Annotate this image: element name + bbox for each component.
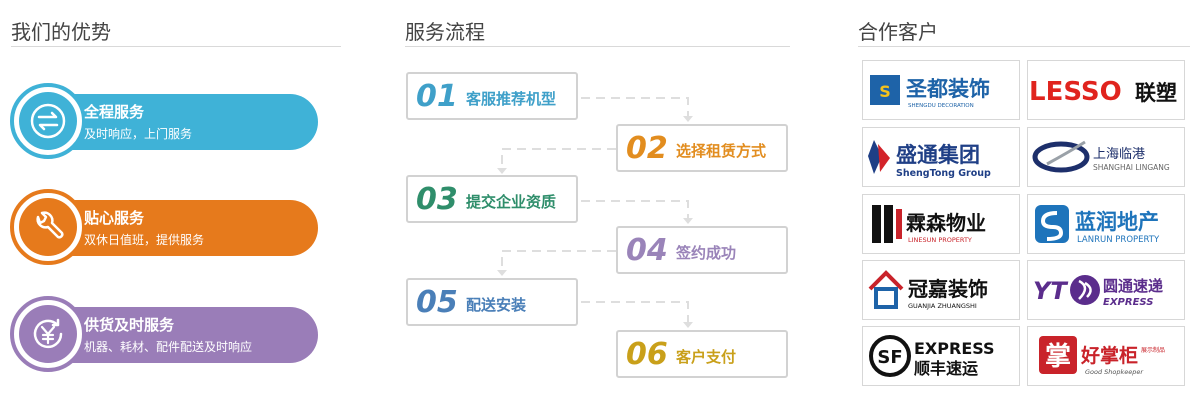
process-step-5: 05 配送安装 bbox=[406, 278, 578, 326]
partner-logo-yto[interactable]: YT 圆通速递 EXPRESS bbox=[1027, 260, 1185, 320]
partner-sub: SHANGHAI LINGANG bbox=[1093, 163, 1170, 172]
partner-mark: SF bbox=[877, 347, 902, 368]
advantage-item-full-service: 全程服务 及时响应，上门服务 bbox=[10, 82, 318, 160]
partner-logo-guanjia[interactable]: 冠嘉装饰 GUANJIA ZHUANGSHI bbox=[862, 260, 1020, 320]
advantage-item-caring-service: 贴心服务 双休日值班，提供服务 bbox=[10, 188, 318, 266]
partner-mark: YT bbox=[1033, 277, 1068, 305]
advantage-desc: 机器、耗材、配件配送及时响应 bbox=[84, 340, 253, 354]
partner-sub: EXPRESS bbox=[1103, 297, 1153, 308]
partner-logo-haozhanggui[interactable]: 掌 好掌柜 展示制品 Good Shopkeeper bbox=[1027, 326, 1185, 386]
partners-divider bbox=[858, 46, 1190, 47]
partner-seal: 展示制品 bbox=[1141, 346, 1165, 354]
partners-title: 合作客户 bbox=[858, 20, 938, 44]
advantage-bar bbox=[48, 94, 318, 150]
step-label: 配送安装 bbox=[466, 296, 527, 314]
step-label: 客户支付 bbox=[676, 348, 737, 366]
partner-sub: GUANJIA ZHUANGSHI bbox=[908, 302, 977, 310]
wrench-icon bbox=[19, 198, 77, 256]
advantage-title: 贴心服务 bbox=[84, 209, 145, 227]
advantage-text: 贴心服务 双休日值班，提供服务 bbox=[84, 208, 204, 249]
process-divider bbox=[405, 46, 790, 47]
step-label: 客服推荐机型 bbox=[466, 90, 557, 108]
advantage-item-supply-service: 供货及时服务 机器、耗材、配件配送及时响应 bbox=[10, 295, 318, 373]
step-number: 02 bbox=[626, 131, 668, 166]
partner-name: 好掌柜 bbox=[1080, 344, 1138, 367]
partner-sub: 顺丰速运 bbox=[914, 359, 978, 378]
advantage-desc: 及时响应，上门服务 bbox=[84, 127, 193, 141]
partner-logo-shengtong[interactable]: 盛通集团 ShengTong Group bbox=[862, 127, 1020, 187]
step-number: 06 bbox=[626, 337, 668, 372]
advantage-icon-ring bbox=[10, 296, 86, 372]
svg-text:S: S bbox=[879, 82, 891, 101]
advantage-text: 全程服务 及时响应，上门服务 bbox=[84, 102, 192, 143]
partner-name: 圆通速递 bbox=[1103, 277, 1163, 295]
process-title: 服务流程 bbox=[405, 20, 485, 44]
process-step-3: 03 提交企业资质 bbox=[406, 175, 578, 223]
advantage-bar bbox=[48, 307, 318, 363]
process-step-4: 04 签约成功 bbox=[616, 226, 788, 274]
step-number: 05 bbox=[416, 285, 458, 320]
partner-name: 圣都装饰 bbox=[906, 77, 990, 101]
partner-sub: LANRUN PROPERTY bbox=[1077, 235, 1160, 245]
advantage-title: 全程服务 bbox=[84, 103, 145, 121]
process-step-6: 06 客户支付 bbox=[616, 330, 788, 378]
partner-name: 霖森物业 bbox=[906, 211, 986, 235]
partner-name: EXPRESS bbox=[914, 339, 995, 358]
partner-sub: LINESUN PROPERTY bbox=[908, 236, 972, 244]
step-number: 04 bbox=[626, 233, 668, 268]
partner-logo-lingang[interactable]: 上海临港 SHANGHAI LINGANG bbox=[1027, 127, 1185, 187]
advantage-title: 供货及时服务 bbox=[84, 316, 175, 334]
partner-name: LESSO bbox=[1029, 77, 1122, 107]
advantages-title: 我们的优势 bbox=[11, 20, 111, 44]
advantage-text: 供货及时服务 机器、耗材、配件配送及时响应 bbox=[84, 315, 252, 356]
process-step-1: 01 客服推荐机型 bbox=[406, 72, 578, 120]
advantage-icon-ring bbox=[10, 83, 86, 159]
partner-name: 上海临港 bbox=[1093, 147, 1145, 162]
advantages-divider bbox=[11, 46, 341, 47]
step-number: 01 bbox=[416, 79, 458, 114]
partner-name: 蓝润地产 bbox=[1075, 210, 1159, 234]
step-label: 选择租赁方式 bbox=[676, 142, 767, 160]
partner-mark: 掌 bbox=[1045, 342, 1071, 372]
partner-logo-linesun[interactable]: 霖森物业 LINESUN PROPERTY bbox=[862, 194, 1020, 254]
partner-name: 盛通集团 bbox=[896, 143, 980, 167]
partner-sub: Good Shopkeeper bbox=[1085, 368, 1144, 376]
partner-sub: SHENGDU DECORATION bbox=[908, 103, 974, 109]
partner-logo-lanrun[interactable]: 蓝润地产 LANRUN PROPERTY bbox=[1027, 194, 1185, 254]
advantage-desc: 双休日值班，提供服务 bbox=[84, 233, 205, 247]
partner-logo-sf-express[interactable]: SF EXPRESS 顺丰速运 bbox=[862, 326, 1020, 386]
partner-logo-lesso[interactable]: LESSO 联塑 bbox=[1027, 60, 1185, 120]
process-step-2: 02 选择租赁方式 bbox=[616, 124, 788, 172]
partner-name: 冠嘉装饰 bbox=[908, 277, 988, 301]
double-arrow-icon bbox=[19, 92, 77, 150]
partner-sub: ShengTong Group bbox=[896, 168, 991, 179]
step-label: 签约成功 bbox=[676, 244, 737, 262]
partner-logo-shengdu[interactable]: S 圣都装饰 SHENGDU DECORATION bbox=[862, 60, 1020, 120]
partner-sub: 联塑 bbox=[1135, 81, 1177, 105]
step-label: 提交企业资质 bbox=[466, 193, 557, 211]
yen-refresh-icon bbox=[19, 305, 77, 363]
advantage-bar bbox=[48, 200, 318, 256]
step-number: 03 bbox=[416, 182, 458, 217]
advantage-icon-ring bbox=[10, 189, 86, 265]
